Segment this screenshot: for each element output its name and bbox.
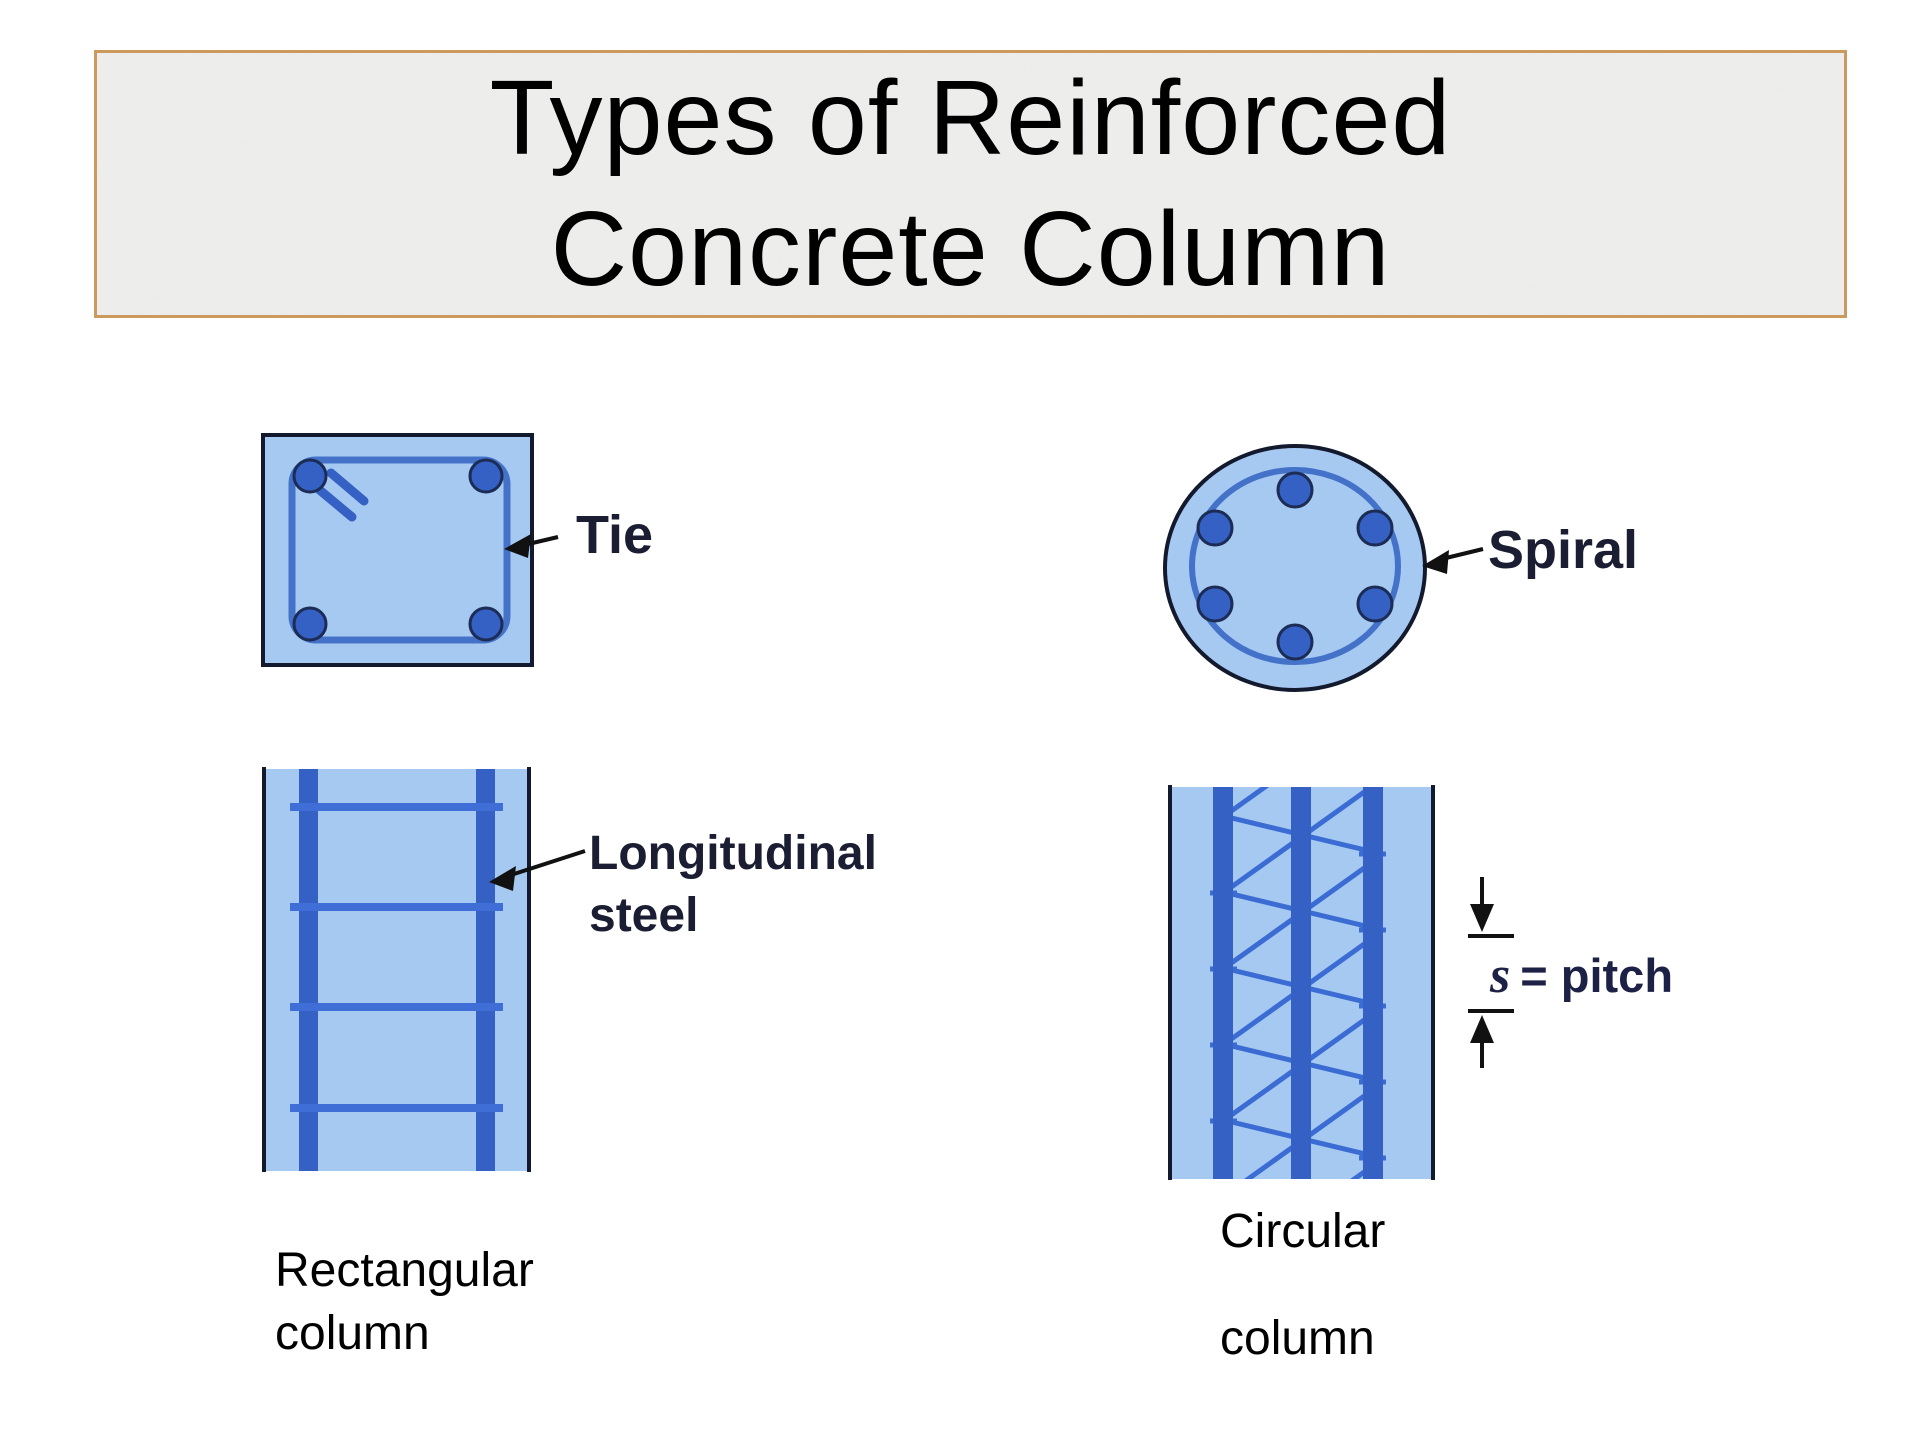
rectangular-column-caption-line1: Rectangular xyxy=(275,1244,534,1297)
pitch-down-arrowhead xyxy=(1470,904,1494,932)
pitch-up-arrowhead xyxy=(1470,1015,1494,1043)
page-title-line2: Concrete Column xyxy=(550,190,1391,308)
pitch-text: = pitch xyxy=(1520,949,1674,1002)
rebar-dot xyxy=(1356,509,1394,547)
longitudinal-leader-arrow-line xyxy=(513,849,586,876)
spiral-ring xyxy=(1189,467,1401,665)
rectangular-elevation-diagram xyxy=(262,767,586,1172)
longitudinal-bar xyxy=(299,769,318,1171)
circular-cross-section-diagram xyxy=(1163,444,1484,692)
longitudinal-leader-arrowhead xyxy=(489,866,516,891)
tie-leader-arrowhead xyxy=(504,534,531,558)
tie-label: Tie xyxy=(576,505,654,565)
rectangular-cross-section-diagram xyxy=(261,433,559,667)
rebar-dot xyxy=(1276,623,1314,661)
longitudinal-steel-label-line1: Longitudinal xyxy=(589,827,877,880)
circular-elevation-diagram xyxy=(1168,785,1435,1180)
rectangular-column-caption-line2: column xyxy=(275,1307,430,1360)
longitudinal-steel-label-line2: steel xyxy=(589,889,699,942)
pitch-dimension-annotation xyxy=(1468,877,1514,1068)
rebar-dot xyxy=(1196,509,1234,547)
rebar-dot xyxy=(292,458,328,494)
rebar-dot xyxy=(468,458,504,494)
title-noise-texture xyxy=(97,53,1844,315)
spiral-leader-arrow-line xyxy=(1445,547,1484,560)
rebar-dot xyxy=(468,606,504,642)
pitch-symbol: s xyxy=(1490,947,1511,1004)
tie-hook-stub xyxy=(311,482,357,522)
title-box: Types of Reinforced Concrete Column xyxy=(94,50,1847,318)
longitudinal-bar xyxy=(1213,787,1233,1179)
rebar-dot xyxy=(292,606,328,642)
title-noise-rect xyxy=(97,53,1844,315)
page-title: Types of Reinforced Concrete Column xyxy=(97,53,1844,315)
tie-hook-stub xyxy=(326,468,369,506)
longitudinal-bar xyxy=(1363,787,1383,1179)
spiral-zigzag-pattern xyxy=(1210,787,1386,1179)
longitudinal-bar xyxy=(1291,787,1311,1179)
circular-column-caption-line1: Circular xyxy=(1220,1205,1386,1258)
rebar-dot xyxy=(1356,585,1394,623)
circular-column-caption-line2: column xyxy=(1220,1312,1375,1365)
longitudinal-bar xyxy=(476,769,495,1171)
page-title-line1: Types of Reinforced xyxy=(489,59,1452,177)
spiral-label: Spiral xyxy=(1488,520,1639,580)
spiral-leader-arrowhead xyxy=(1422,550,1449,574)
rebar-dot xyxy=(1276,471,1314,509)
circ-section-outline xyxy=(1163,444,1427,692)
rebar-dot xyxy=(1196,585,1234,623)
pitch-label: s= pitch xyxy=(1490,946,1673,1005)
